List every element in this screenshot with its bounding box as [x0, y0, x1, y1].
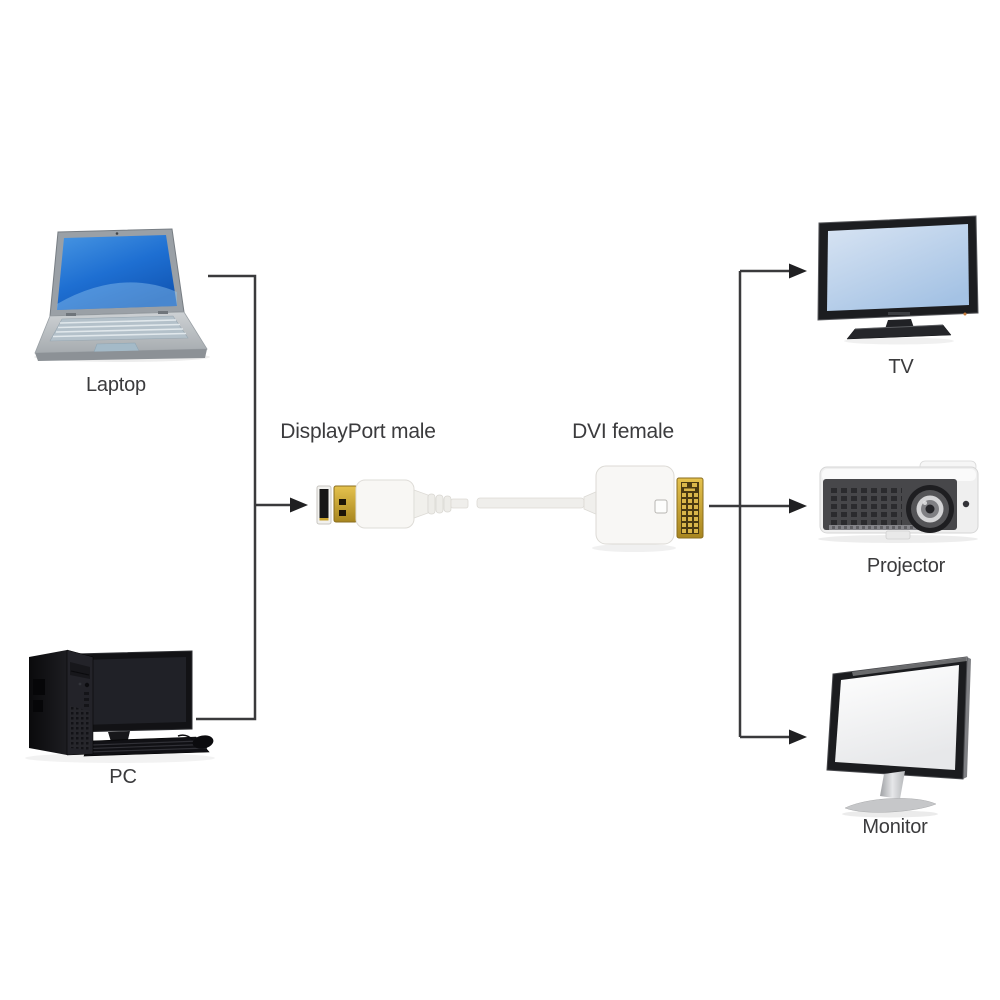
displayport-pin-lower	[339, 510, 346, 516]
displayport-label: DisplayPort male	[280, 420, 436, 443]
projector-lens	[906, 485, 954, 533]
monitor-edge-3d	[963, 657, 971, 779]
monitor-top-gloss	[852, 657, 967, 676]
adapter-cable	[427, 490, 599, 516]
tv-label: TV	[888, 356, 914, 378]
pc-mouse	[192, 735, 214, 749]
projector-top-band	[822, 469, 976, 481]
laptop-screen-glare	[57, 282, 177, 310]
adapter-illustration	[316, 465, 704, 552]
laptop-hinge-left	[66, 313, 76, 316]
laptop-hinge-right	[158, 311, 168, 314]
pc-front-grille	[70, 706, 90, 750]
tv-shadow	[844, 337, 954, 345]
dvi-label: DVI female	[572, 420, 674, 443]
pc-drive-slot	[70, 670, 90, 676]
dvi-latch-slot	[654, 499, 668, 514]
pc-shadow	[25, 753, 215, 763]
pc-front-ports	[84, 692, 89, 707]
tv-illustration	[817, 215, 979, 345]
monitor-stand-neck	[880, 771, 905, 799]
projector-foot	[885, 530, 911, 540]
projector-ir-sensor	[962, 500, 970, 508]
dvi-port	[676, 477, 704, 539]
tv-standby-led	[963, 312, 967, 316]
pc-power-button	[84, 682, 90, 688]
displayport-cap	[316, 485, 332, 525]
tv-stand-highlight	[854, 324, 944, 330]
projector-arrowhead	[789, 498, 807, 514]
pc-optical-drive	[70, 662, 90, 679]
source-junction-line	[196, 274, 257, 721]
pc-label: PC	[109, 766, 137, 788]
pc-side-vent-upper	[33, 679, 45, 695]
laptop-webcam	[115, 232, 119, 235]
dvi-analog-blade-slot	[684, 488, 695, 491]
laptop-label: Laptop	[86, 374, 146, 396]
monitor-screen	[835, 665, 959, 770]
laptop-touchpad	[93, 342, 140, 353]
tv-screen	[827, 224, 969, 311]
monitor-arrowhead	[789, 729, 807, 745]
adapter-shadow	[592, 544, 676, 552]
monitor-label: Monitor	[862, 816, 928, 838]
pc-led	[78, 682, 82, 686]
pc-illustration	[25, 649, 215, 763]
pc-mouse-cable	[177, 734, 194, 741]
tv-logo	[888, 312, 910, 315]
connection-lines	[196, 269, 791, 739]
projector-vent-grid	[830, 487, 902, 527]
laptop-key-rows	[52, 319, 187, 338]
dvi-adapter-body	[595, 465, 675, 545]
laptop-illustration	[34, 228, 210, 362]
displayport-plug	[333, 479, 429, 529]
displayport-housing	[355, 479, 415, 529]
monitor-illustration	[826, 656, 971, 818]
pc-tower-side	[29, 650, 67, 755]
pc-monitor-screen	[81, 657, 186, 725]
dvi-pin-grid	[681, 492, 699, 534]
pc-side-vent-lower	[33, 700, 43, 712]
monitor-stand-base	[844, 798, 937, 813]
displayport-neck	[413, 489, 429, 519]
projector-label: Projector	[866, 555, 946, 577]
projector-illustration	[818, 460, 979, 543]
displayport-pin-upper	[339, 499, 346, 505]
laptop-front-edge	[35, 349, 207, 361]
pc-keyboard-rows	[87, 740, 208, 753]
tv-arrowhead	[789, 263, 807, 279]
displayport-arrowhead	[290, 497, 308, 513]
laptop-screen	[57, 235, 177, 310]
arrowheads	[290, 263, 807, 745]
projector-port-row	[831, 525, 929, 530]
